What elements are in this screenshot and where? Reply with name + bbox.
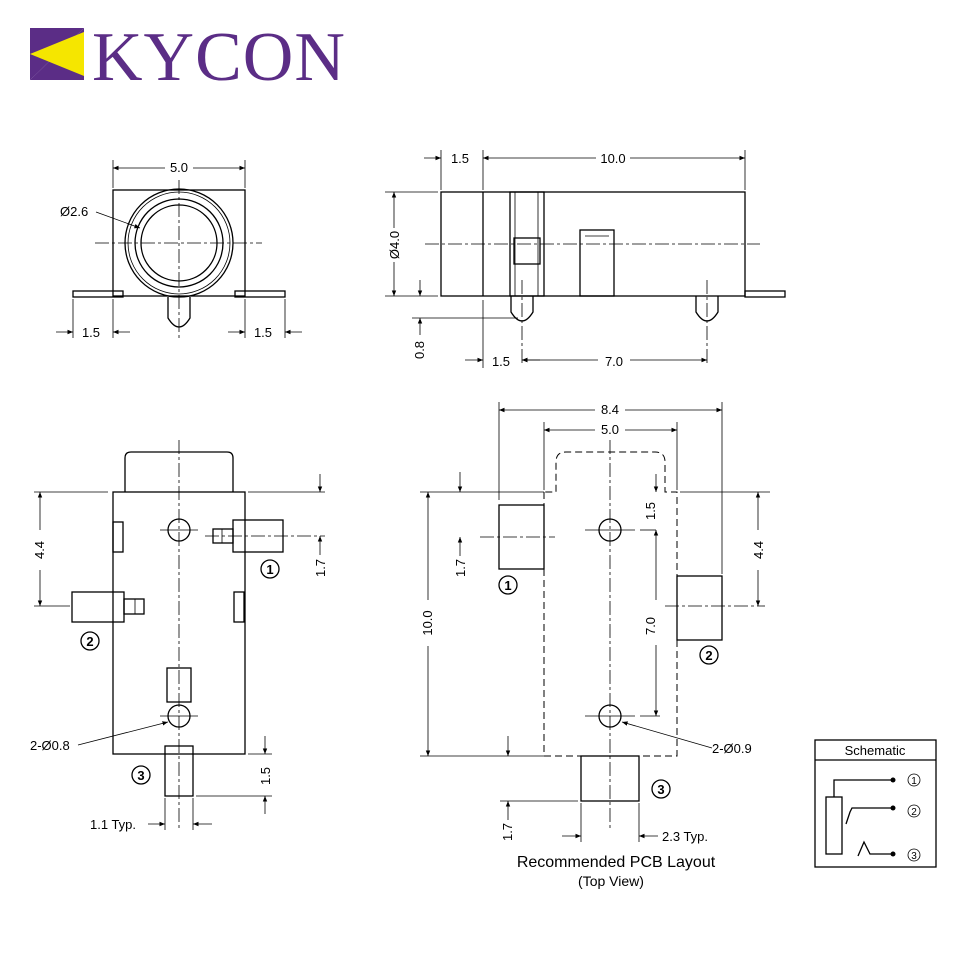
side-front-length-dim: 1.5: [451, 151, 469, 166]
bottom-pin-offset-dim: 1.7: [313, 559, 328, 577]
brand-name: KYCON: [92, 19, 346, 96]
bottom-pin-width-dim: 1.1 Typ.: [90, 817, 136, 832]
schematic-sleeve: [825, 796, 843, 855]
schematic-box: Schematic 1 2 3: [814, 739, 937, 868]
schematic-title: Schematic: [845, 743, 906, 758]
bottom-pin-3: [164, 745, 194, 797]
pcb-hole-label: 2-Ø0.9: [712, 741, 752, 756]
pcb-pitch-dim: 4.4: [751, 541, 766, 559]
pcb-pad-width-dim: 2.3 Typ.: [662, 829, 708, 844]
pcb-layout-view: 8.4 5.0 1.7 10.0 1.5 7.0 4.4 2-Ø0.9: [420, 402, 770, 889]
side-peg-spacing-dim: 7.0: [605, 354, 623, 369]
side-peg-offset-dim: 1.5: [492, 354, 510, 369]
pcb-pad-offset-dim: 1.7: [453, 559, 468, 577]
bottom-pitch-dim: 4.4: [32, 541, 47, 559]
bottom-body: [112, 491, 246, 755]
pcb-length-dim: 10.0: [420, 610, 435, 635]
front-right-tab: [234, 290, 286, 298]
front-hole-diameter: Ø2.6: [60, 204, 88, 219]
pcb-pin-label-3: 3: [657, 782, 664, 797]
schematic-pin-3: 3: [911, 851, 917, 862]
pcb-pin-label-1: 1: [504, 578, 511, 593]
pcb-overall-width-dim: 8.4: [601, 402, 619, 417]
logo-yellow-wedge: [30, 32, 84, 76]
bottom-pin-2: [71, 591, 125, 623]
front-left-tab-dim: 1.5: [82, 325, 100, 340]
bottom-view: 4.4 1.7 1.5 2-Ø0.8 1.1 Typ. 1 2 3: [30, 440, 328, 832]
pcb-hole-spacing-dim: 7.0: [643, 617, 658, 635]
pcb-pad-3: [580, 755, 640, 802]
bottom-pin-label-2: 2: [86, 634, 93, 649]
front-view: 5.0 Ø2.6 1.5 1.5: [56, 160, 302, 340]
pcb-outline: [543, 451, 678, 757]
side-diameter-dim: Ø4.0: [387, 231, 402, 259]
front-right-tab-dim: 1.5: [254, 325, 272, 340]
front-width-dim: 5.0: [170, 160, 188, 175]
side-right-tab: [744, 290, 786, 298]
side-body-length-dim: 10.0: [600, 151, 625, 166]
bottom-hole-label: 2-Ø0.8: [30, 738, 70, 753]
pcb-subtitle: (Top View): [578, 873, 644, 889]
kycon-logo: KYCON: [30, 19, 346, 96]
bottom-pin-label-1: 1: [266, 562, 273, 577]
side-contact: [579, 229, 615, 297]
pcb-body-width-dim: 5.0: [601, 422, 619, 437]
bottom-tail-dim: 1.5: [258, 767, 273, 785]
pcb-title: Recommended PCB Layout: [517, 854, 716, 871]
bottom-pin-label-3: 3: [137, 768, 144, 783]
side-view: 1.5 10.0 Ø4.0 0.8 1.5 7.0: [385, 150, 786, 369]
pcb-pad-height-dim: 1.7: [500, 823, 515, 841]
schematic-pin-2: 2: [911, 807, 917, 818]
side-peg-height-dim: 0.8: [412, 341, 427, 359]
pcb-pin-label-2: 2: [705, 648, 712, 663]
front-left-tab: [72, 290, 124, 298]
pcb-pad-2: [676, 575, 723, 641]
schematic-pin-1: 1: [911, 776, 917, 787]
pcb-top-offset-dim: 1.5: [643, 502, 658, 520]
